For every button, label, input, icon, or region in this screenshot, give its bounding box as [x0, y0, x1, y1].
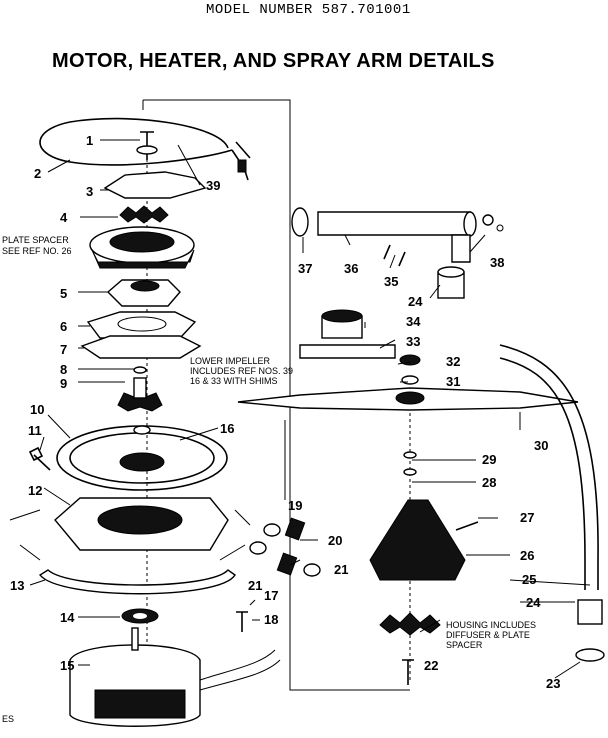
callout-18: 18	[264, 612, 278, 627]
callout-24a: 24	[408, 294, 423, 309]
callout-9: 9	[60, 376, 67, 391]
callout-7: 7	[60, 342, 67, 357]
drain-hose	[499, 344, 605, 662]
lower-spray-arm	[237, 387, 579, 411]
callout-13: 13	[10, 578, 24, 593]
tube-screws	[383, 244, 406, 267]
callout-11: 11	[28, 423, 42, 438]
callout-38: 38	[490, 255, 504, 270]
callout-25: 25	[522, 572, 536, 587]
leader-lines	[29, 139, 591, 679]
gasket-plates	[80, 311, 202, 359]
callout-20: 20	[328, 533, 342, 548]
callout-29: 29	[482, 452, 496, 467]
heater-element	[39, 117, 251, 181]
callout-10: 10	[30, 402, 44, 417]
bearing-bracket	[299, 309, 396, 359]
note-corner: ES	[2, 714, 14, 724]
callout-17: 17	[264, 588, 278, 603]
seal	[121, 608, 159, 624]
note-impeller-3: 16 & 33 WITH SHIMS	[190, 376, 278, 386]
callout-4: 4	[60, 210, 68, 225]
clamps-hoses	[236, 517, 414, 685]
callout-37: 37	[298, 261, 312, 276]
callout-6: 6	[60, 319, 67, 334]
note-plate-spacer-1: PLATE SPACER	[2, 235, 69, 245]
callout-24b: 24	[526, 595, 541, 610]
note-impeller-2: INCLUDES REF NOS. 39	[190, 366, 293, 376]
notes: PLATE SPACER SEE REF NO. 26 LOWER IMPELL…	[2, 235, 536, 724]
callout-5: 5	[60, 286, 67, 301]
spray-tube	[291, 207, 504, 263]
callout-12: 12	[28, 483, 42, 498]
callout-27: 27	[520, 510, 534, 525]
callout-2: 2	[34, 166, 41, 181]
diffuser	[379, 612, 441, 636]
callout-1: 1	[86, 133, 93, 148]
pump-housing	[56, 425, 228, 491]
callout-19: 19	[288, 498, 302, 513]
note-housing-3: SPACER	[446, 640, 483, 650]
bushing	[437, 266, 465, 299]
screw	[136, 131, 158, 160]
callout-21a: 21	[248, 578, 262, 593]
impeller-disc	[103, 171, 207, 199]
callout-31: 31	[446, 374, 460, 389]
callout-39: 39	[206, 178, 220, 193]
lower-impeller	[117, 366, 163, 412]
washers	[399, 354, 421, 385]
plate-spacer	[89, 226, 195, 269]
callout-8: 8	[60, 362, 67, 377]
upper-pump-housing	[369, 451, 479, 581]
sump-ring	[38, 569, 236, 595]
callout-35: 35	[384, 274, 398, 289]
callout-21b: 21	[334, 562, 348, 577]
diagram-title: MOTOR, HEATER, AND SPRAY ARM DETAILS	[52, 50, 495, 72]
note-plate-spacer-2: SEE REF NO. 26	[2, 246, 72, 256]
callout-22: 22	[424, 658, 438, 673]
callout-33: 33	[406, 334, 420, 349]
callout-26: 26	[520, 548, 534, 563]
callout-36: 36	[344, 261, 358, 276]
callout-14: 14	[60, 610, 75, 625]
note-housing-1: HOUSING INCLUDES	[446, 620, 536, 630]
callout-23: 23	[546, 676, 560, 691]
callout-30: 30	[534, 438, 548, 453]
note-housing-2: DIFFUSER & PLATE	[446, 630, 530, 640]
callout-3: 3	[86, 184, 93, 199]
callout-16: 16	[220, 421, 234, 436]
star-ring	[119, 205, 169, 224]
pump-cover	[106, 279, 181, 307]
callout-34: 34	[406, 314, 421, 329]
note-impeller-1: LOWER IMPELLER	[190, 356, 271, 366]
bolt	[28, 446, 51, 471]
motor	[69, 627, 281, 727]
model-number: MODEL NUMBER 587.701001	[206, 2, 411, 18]
callouts: 1 2 3 4 5 6 7 8 9 10 11 12 13 14 15 16 1…	[10, 133, 560, 691]
callout-15: 15	[60, 658, 74, 673]
sump-body	[9, 497, 251, 561]
callout-28: 28	[482, 475, 496, 490]
callout-32: 32	[446, 354, 460, 369]
